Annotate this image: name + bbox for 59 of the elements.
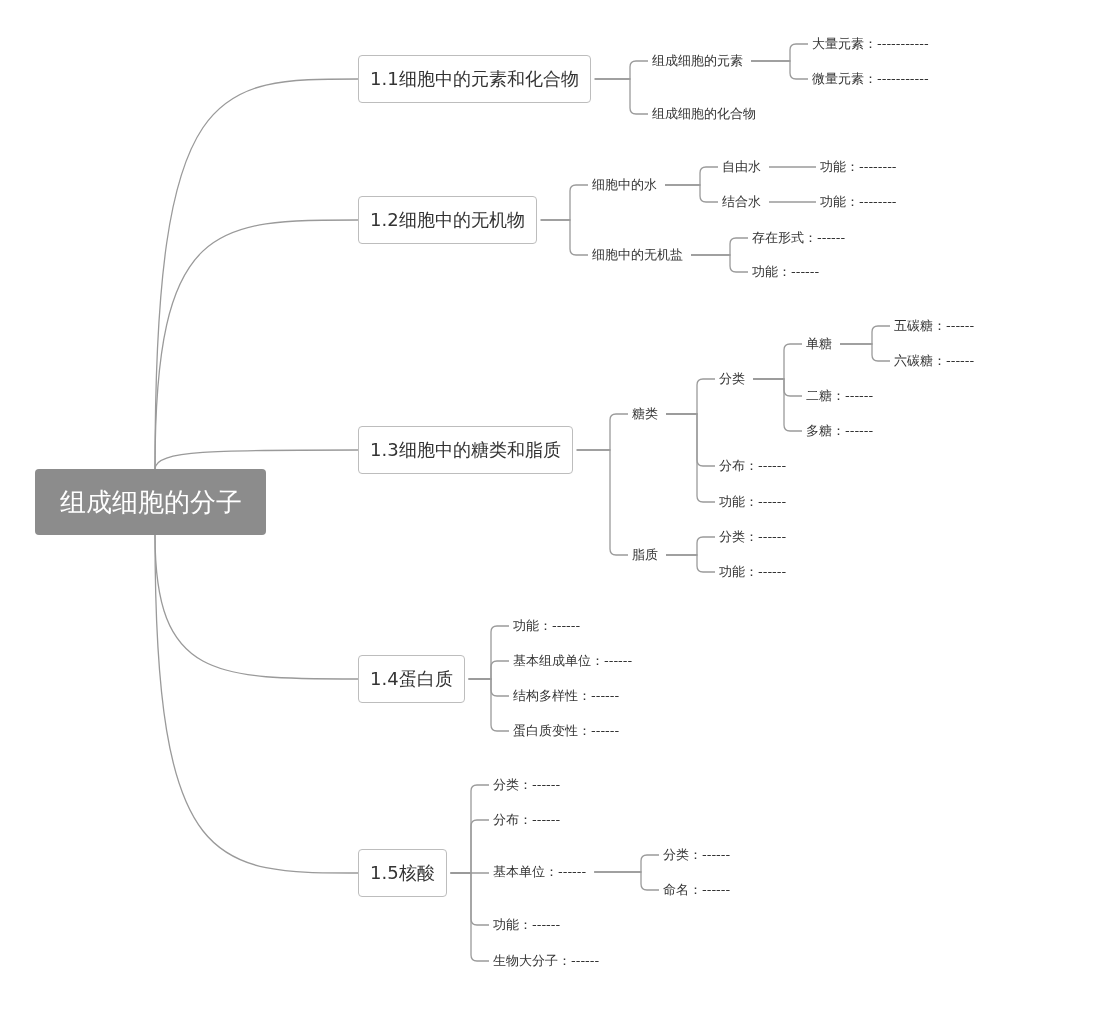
subtopic-text: 六碳糖：------ [890, 352, 979, 370]
subtopic-text: 微量元素：----------- [808, 70, 933, 88]
subtopic-text: 分类 [715, 370, 749, 388]
connector-line [665, 413, 716, 503]
subtopic-text: 细胞中的无机盐 [588, 246, 687, 264]
connector-line [468, 678, 510, 732]
subtopic-text: 脂质 [628, 546, 662, 564]
subtopic-text: 分布：------ [715, 457, 791, 475]
subtopic-text: 功能：-------- [816, 193, 901, 211]
connector-line [750, 60, 809, 80]
topic-box: 1.1细胞中的元素和化合物 [358, 55, 591, 103]
connector-line [768, 166, 817, 168]
topic-box: 1.2细胞中的无机物 [358, 196, 537, 244]
connector-line [690, 254, 749, 273]
subtopic-text: 结构多样性：------ [509, 687, 624, 705]
connector-line [540, 219, 589, 256]
connector-line [839, 343, 891, 362]
subtopic-text: 单糖 [802, 335, 836, 353]
branch-curve [154, 449, 359, 470]
subtopic-text: 分类：------ [489, 776, 565, 794]
subtopic-text: 蛋白质变性：------ [509, 722, 624, 740]
subtopic-text: 组成细胞的元素 [648, 52, 747, 70]
topic-box: 1.4蛋白质 [358, 655, 465, 703]
subtopic-text: 基本组成单位：------ [509, 652, 637, 670]
subtopic-text: 五碳糖：------ [890, 317, 979, 335]
subtopic-text: 自由水 [718, 158, 765, 176]
subtopic-text: 分类：------ [659, 846, 735, 864]
subtopic-text: 功能：-------- [816, 158, 901, 176]
subtopic-text: 功能：------ [715, 493, 791, 511]
connector-line [665, 554, 716, 573]
subtopic-text: 功能：------ [509, 617, 585, 635]
branch-curve [154, 534, 359, 874]
connector-line [594, 78, 649, 115]
subtopic-text: 命名：------ [659, 881, 735, 899]
connector-line [768, 201, 817, 203]
subtopic-text: 结合水 [718, 193, 765, 211]
subtopic-text: 功能：------ [715, 563, 791, 581]
topic-box: 1.5核酸 [358, 849, 447, 897]
connector-line [752, 378, 803, 432]
subtopic-text: 二糖：------ [802, 387, 878, 405]
connector-line [450, 872, 490, 962]
subtopic-text: 存在形式：------ [748, 229, 850, 247]
connector-line [576, 449, 629, 556]
subtopic-text: 生物大分子：------ [489, 952, 604, 970]
subtopic-text: 多糖：------ [802, 422, 878, 440]
subtopic-text: 基本单位：------ [489, 863, 591, 881]
subtopic-text: 大量元素：----------- [808, 35, 933, 53]
subtopic-text: 糖类 [628, 405, 662, 423]
subtopic-text: 分类：------ [715, 528, 791, 546]
connector-line [593, 871, 660, 891]
central-topic-box: 组成细胞的分子 [35, 469, 266, 535]
subtopic-text: 功能：------ [748, 263, 824, 281]
subtopic-text: 组成细胞的化合物 [648, 105, 760, 123]
branch-curve [154, 219, 359, 470]
subtopic-text: 功能：------ [489, 916, 565, 934]
topic-box: 1.3细胞中的糖类和脂质 [358, 426, 573, 474]
connector-line [664, 184, 719, 203]
subtopic-text: 分布：------ [489, 811, 565, 829]
subtopic-text: 细胞中的水 [588, 176, 661, 194]
